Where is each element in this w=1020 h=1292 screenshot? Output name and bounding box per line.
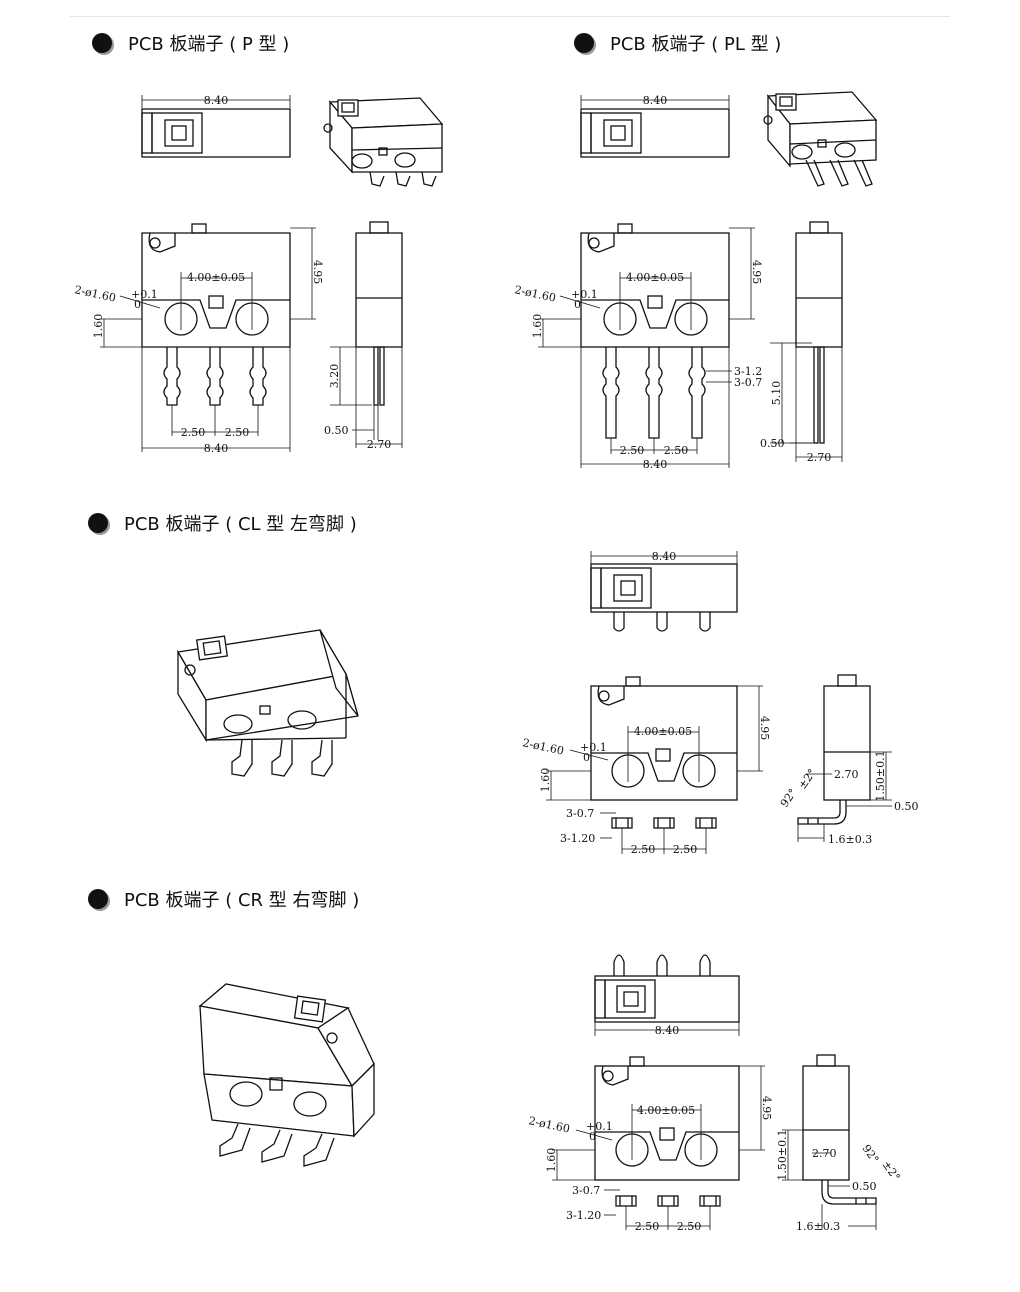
section-title-text: PCB 板端子 ( CR 型 右弯脚 ) [124, 890, 360, 911]
dim-pl-w1: 3-1.2 [734, 365, 762, 378]
dim-cl-w120: 3-1.20 [566, 1209, 601, 1222]
dim-tol-plus: +0.1 [131, 288, 158, 301]
bullet-icon [88, 889, 108, 909]
dim-angle-tol: ±2° [796, 766, 819, 791]
dim-pin-length: 3.20 [328, 364, 341, 389]
dim-pin-pitch: 2.50 [225, 426, 250, 439]
section-title-cl: PCB 板端子 ( CL 型 左弯脚 ) [88, 510, 357, 536]
dim-hole-pitch: 4.00±0.05 [637, 1104, 695, 1117]
cl-type-iso-view [176, 629, 359, 777]
dim-hole-pitch: 4.00±0.05 [634, 725, 692, 738]
bullet-icon [574, 33, 594, 53]
pl-type-side-view: 5.10 0.50 2.70 [760, 221, 843, 464]
dim-depth: 2.70 [367, 438, 392, 451]
dim-height: 4.95 [311, 260, 324, 285]
cl-type-side-view: 2.70 1.50±0.1 0.50 92° ±2° 1.6±0.3 [778, 674, 919, 846]
dim-pin-length: 5.10 [770, 381, 783, 406]
dim-hole-dia: 2-ø1.60 [527, 1114, 571, 1135]
dim-pin-thk: 0.50 [324, 424, 349, 437]
pl-type-iso-view [763, 91, 878, 187]
pl-type-top-view: 8.40 [580, 94, 730, 158]
dim-depth: 2.70 [812, 1147, 837, 1160]
dim-bend-height: 1.50±0.1 [874, 750, 887, 801]
dim-angle: 92° [860, 1142, 882, 1165]
dim-pl-w2: 3-0.7 [734, 376, 762, 389]
dim-hole-dia: 2-ø1.60 [513, 283, 557, 304]
section-title-cr: PCB 板端子 ( CR 型 右弯脚 ) [88, 886, 359, 912]
section-title-pl: PCB 板端子 ( PL 型 ) [574, 30, 781, 56]
dim-cl-w07: 3-0.7 [572, 1184, 600, 1197]
dim-tol-minus: 0 [583, 751, 590, 764]
dim-width: 8.40 [652, 550, 677, 563]
dim-hole-pitch: 4.00±0.05 [187, 271, 245, 284]
dim-pin-pitch: 2.50 [635, 1220, 660, 1233]
dim-depth: 2.70 [834, 768, 859, 781]
cr-type-side-view: 1.50±0.1 2.70 0.50 92° ±2° 1.6±0.3 [776, 1054, 903, 1233]
p-type-side-view: 3.20 0.50 2.70 [324, 221, 403, 451]
bullet-icon [88, 513, 108, 533]
dim-hole-dia: 2-ø1.60 [521, 736, 565, 757]
dim-hole-height: 1.60 [545, 1148, 558, 1173]
dim-pin-pitch: 2.50 [181, 426, 206, 439]
dim-cl-w07: 3-0.7 [566, 807, 594, 820]
section-title-text: PCB 板端子 ( PL 型 ) [610, 34, 782, 55]
dim-hole-height: 1.60 [531, 314, 544, 339]
dim-pin-thk: 0.50 [894, 800, 919, 813]
dim-pin-thk: 0.50 [760, 437, 785, 450]
p-type-iso-view [323, 97, 444, 187]
section-title-text: PCB 板端子 ( CL 型 左弯脚 ) [124, 514, 357, 535]
dim-hole-pitch: 4.00±0.05 [626, 271, 684, 284]
bullet-icon [92, 33, 112, 53]
dim-tol-plus: +0.1 [571, 288, 598, 301]
dim-angle: 92° [778, 786, 800, 809]
dim-hole-height: 1.60 [92, 314, 105, 339]
cr-type-iso-view [198, 983, 375, 1167]
dim-width: 8.40 [643, 94, 668, 107]
dim-pin-pitch: 2.50 [631, 843, 656, 856]
dim-tol-plus: +0.1 [580, 741, 607, 754]
cr-type-top-view: 8.40 [594, 954, 740, 1037]
section-title-text: PCB 板端子 ( P 型 ) [128, 34, 290, 55]
dim-height: 4.95 [760, 1096, 773, 1121]
dim-pin-pitch: 2.50 [677, 1220, 702, 1233]
dim-bend-length: 1.6±0.3 [796, 1220, 840, 1233]
pl-type-front-view: 4.00±0.05 4.95 2-ø1.60 +0.1 0 1.60 3-1.2… [513, 223, 763, 471]
dim-hole-height: 1.60 [539, 768, 552, 793]
dim-tol-minus: 0 [589, 1130, 596, 1143]
dim-tol-minus: 0 [574, 298, 581, 311]
cl-type-front-view: 4.00±0.05 4.95 2-ø1.60 +0.1 0 1.60 3-0.7… [521, 676, 771, 856]
dim-tol-plus: +0.1 [586, 1120, 613, 1133]
dim-pin-pitch: 2.50 [664, 444, 689, 457]
cl-type-top-view: 8.40 [590, 550, 738, 632]
top-divider [70, 16, 950, 17]
dim-bend-length: 1.6±0.3 [828, 833, 872, 846]
dim-angle-tol: ±2° [880, 1158, 903, 1183]
cr-type-front-view: 4.00±0.05 4.95 2-ø1.60 +0.1 0 1.60 3-0.7… [527, 1056, 773, 1233]
p-type-front-view: 4.00±0.05 4.95 2-ø1.60 +0.1 0 1.60 2.50 … [73, 223, 324, 455]
dim-hole-dia: 2-ø1.60 [73, 283, 117, 304]
dim-width: 8.40 [204, 94, 229, 107]
dim-pin-pitch: 2.50 [673, 843, 698, 856]
dim-tol-minus: 0 [134, 298, 141, 311]
dim-width: 8.40 [204, 442, 229, 455]
dim-width: 8.40 [643, 458, 668, 471]
p-type-top-view: 8.40 [141, 94, 291, 158]
dim-depth: 2.70 [807, 451, 832, 464]
dim-width: 8.40 [655, 1024, 680, 1037]
section-title-p: PCB 板端子 ( P 型 ) [92, 30, 289, 56]
dim-pin-thk: 0.50 [852, 1180, 877, 1193]
dim-bend-height: 1.50±0.1 [776, 1129, 789, 1180]
dim-height: 4.95 [750, 260, 763, 285]
dim-height: 4.95 [758, 716, 771, 741]
dim-cl-w120: 3-1.20 [560, 832, 595, 845]
dim-pin-pitch: 2.50 [620, 444, 645, 457]
